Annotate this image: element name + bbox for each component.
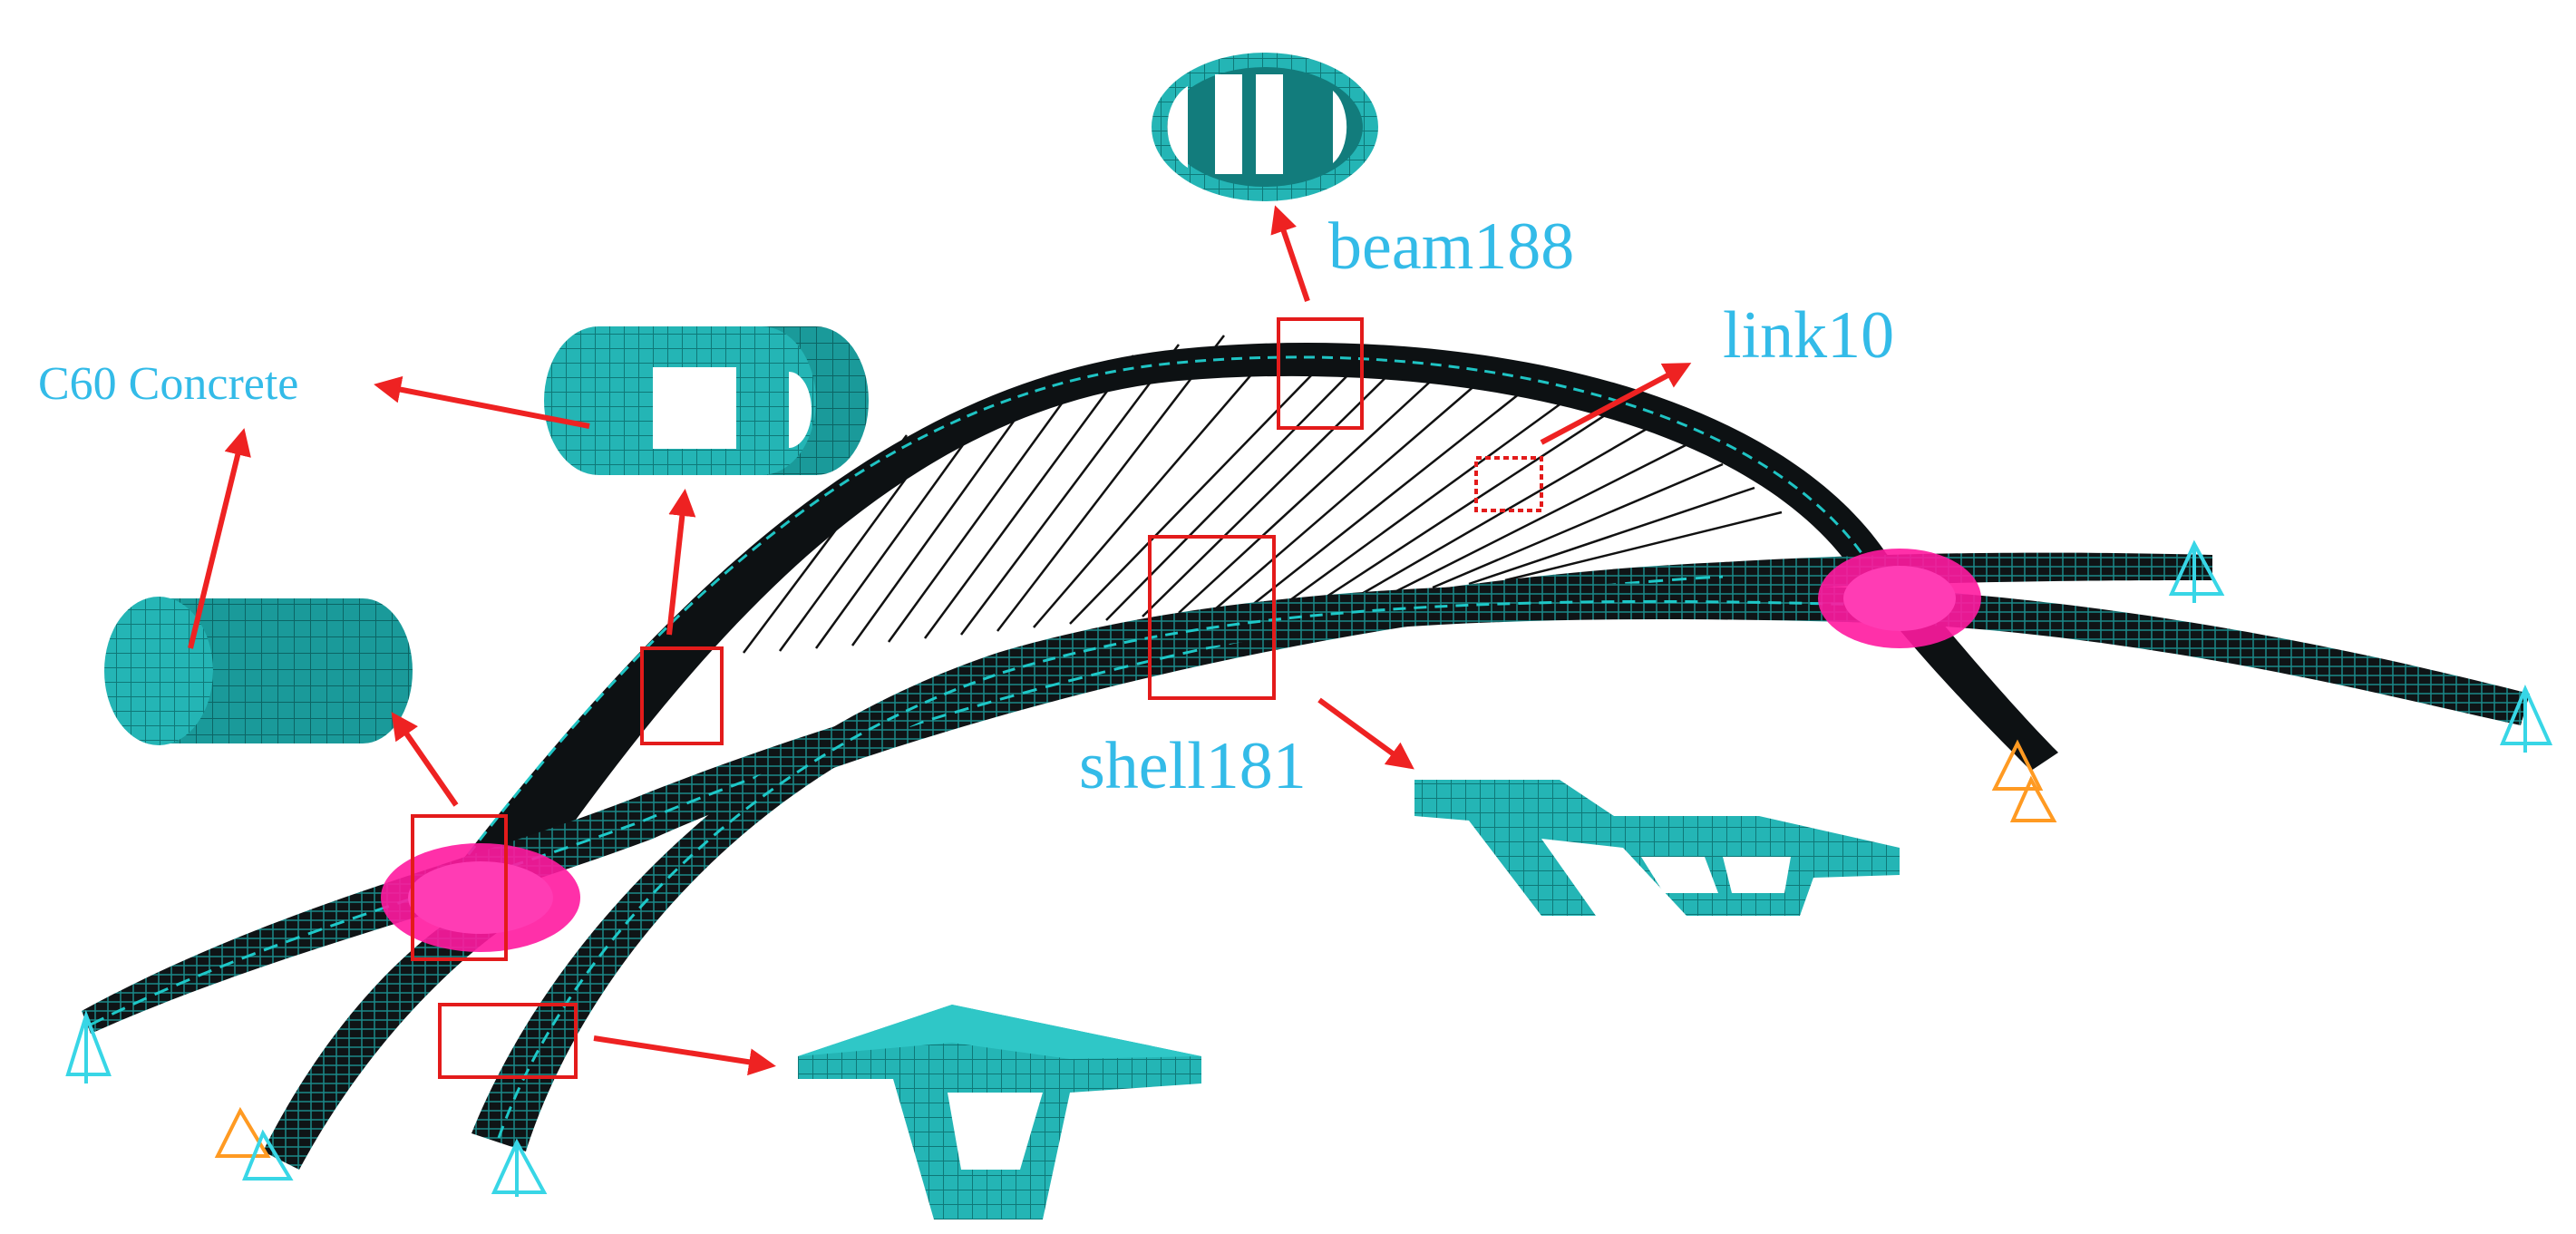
box-hollow-section: [640, 646, 724, 745]
support-left-end: [65, 1009, 112, 1083]
rigid-link-cluster-left: [381, 843, 580, 952]
support-arch-right: [1991, 739, 2057, 822]
box-shell181: [1148, 535, 1276, 700]
box-link10: [1474, 456, 1543, 512]
callout-arrows: [188, 205, 1692, 1076]
top-section-model: [1152, 53, 1378, 201]
solid-section-model: [104, 597, 413, 745]
callout-boxes: [411, 317, 1543, 1079]
arrow-to-hollow-section: [666, 489, 696, 636]
label-beam188: beam188: [1328, 209, 1575, 284]
arrow-hollow-to-label: [374, 375, 590, 429]
arch-rib: [426, 343, 2058, 916]
support-arch-left: [491, 1138, 548, 1197]
label-shell181: shell181: [1079, 729, 1307, 803]
box-bottom-girder: [438, 1003, 578, 1079]
arrow-to-link10-label: [1540, 363, 1692, 445]
label-link10: link10: [1723, 298, 1895, 373]
rigid-link-cluster-right: [1818, 549, 1981, 648]
arrow-to-solid-section: [391, 712, 459, 807]
lower-left-girder: [263, 907, 508, 1170]
label-c60-concrete: C60 Concrete: [38, 358, 299, 410]
hollow-section-model: [544, 326, 869, 475]
side-girder: [471, 583, 2530, 1151]
arrow-to-right-section: [1317, 697, 1414, 770]
arrow-to-top-section: [1270, 205, 1310, 302]
box-beam188: [1277, 317, 1364, 430]
support-right-end: [2500, 684, 2553, 753]
support-lower-left: [214, 1106, 294, 1181]
box-girder-section-right: [1414, 780, 1900, 916]
arrow-to-bottom-section: [593, 1035, 776, 1076]
support-top-right: [2168, 539, 2225, 603]
arrow-solid-to-label: [188, 428, 251, 649]
box-solid-section: [411, 814, 508, 961]
box-girder-section-bottom: [798, 1005, 1201, 1219]
